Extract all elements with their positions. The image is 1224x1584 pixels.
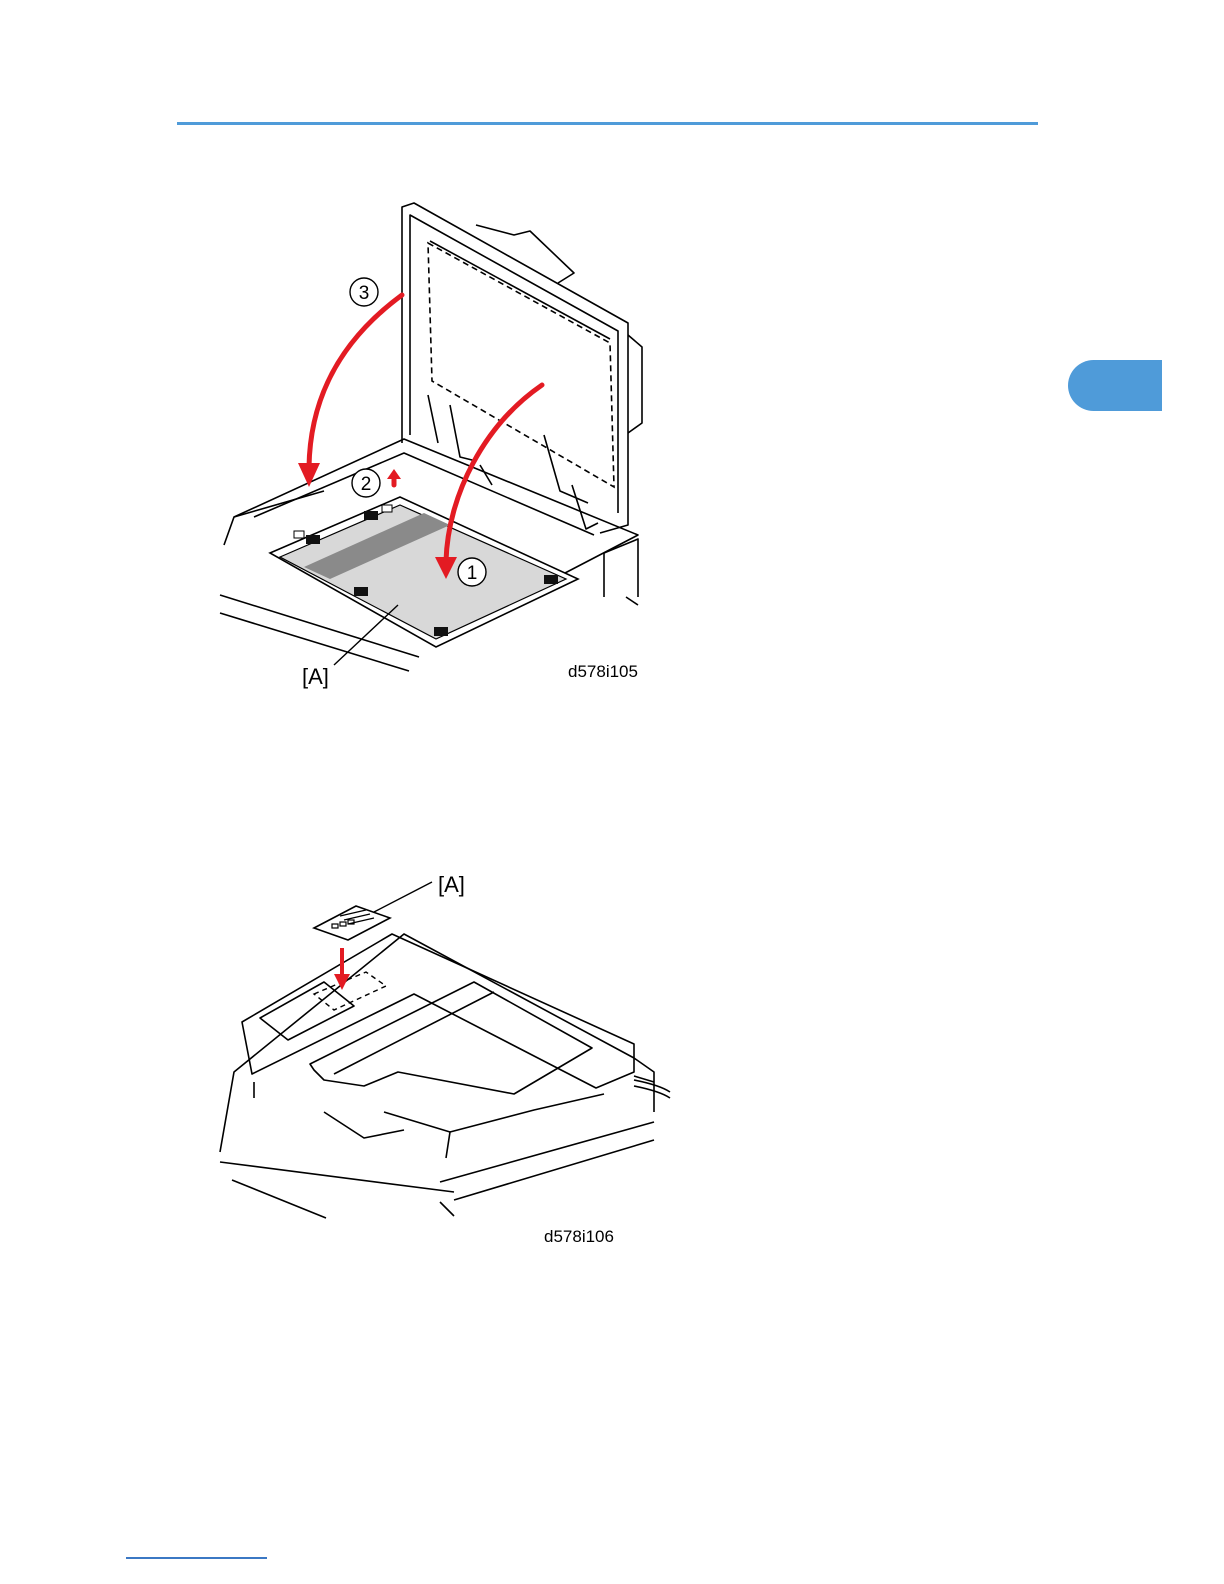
figure-decal-placement: [A] d578i106: [214, 862, 674, 1252]
step-3-label: 3: [359, 283, 370, 304]
callout-a-label: [A]: [302, 664, 329, 689]
step-2-label: 2: [361, 474, 372, 495]
step-1-label: 1: [467, 563, 478, 584]
adf-illustration: [A] d578i106: [214, 862, 674, 1252]
chapter-tab: [1068, 360, 1162, 411]
figure-code: d578i105: [568, 662, 638, 681]
footer-rule: [126, 1557, 267, 1559]
figure-code: d578i106: [544, 1227, 614, 1246]
scanner-illustration: 3 2 1 [A] d578i105: [214, 195, 654, 695]
header-rule: [177, 122, 1038, 125]
figure-calibration-sheet: 3 2 1 [A] d578i105: [214, 195, 654, 695]
callout-a-label: [A]: [438, 872, 465, 897]
